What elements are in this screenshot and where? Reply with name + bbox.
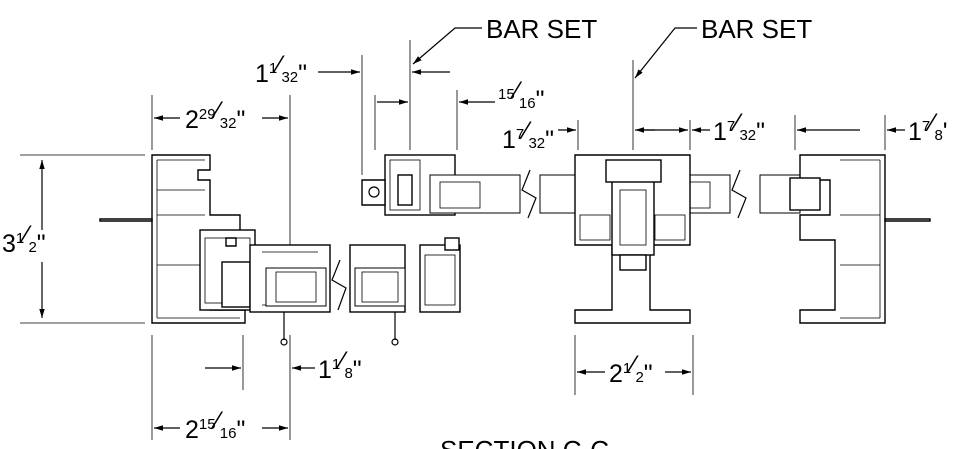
dim-2-29-32: 229⁄32"	[185, 97, 245, 134]
break-lines	[331, 169, 747, 311]
left-frame-profile	[99, 154, 256, 324]
bar-set-right-label: BAR SET	[701, 14, 812, 44]
dimension-labels: 11⁄32" 15⁄16" 229⁄32" 17⁄32" 17⁄32" 17⁄8…	[2, 51, 948, 444]
dim-2-15-16: 215⁄16"	[185, 407, 245, 444]
dim-1-1-32: 11⁄32"	[255, 51, 307, 88]
center-left-profile	[361, 154, 461, 313]
extension-lines	[20, 40, 886, 440]
dim-3-1-2: 31⁄2"	[2, 221, 46, 258]
dim-1-1-8: 11⁄8"	[318, 347, 362, 384]
callout-labels: BAR SET BAR SET SECTION C-C	[440, 14, 812, 449]
dimension-lines	[39, 27, 905, 431]
dim-2-1-2: 21⁄2"	[609, 351, 653, 388]
dim-1-7-8: 17⁄8'	[908, 109, 948, 146]
left-sash-profile	[249, 244, 406, 346]
right-frame-profile	[789, 154, 931, 324]
dim-1-7-32-right: 17⁄32"	[713, 109, 765, 146]
bar-set-left-label: BAR SET	[486, 14, 597, 44]
dim-1-7-32-left: 17⁄32"	[502, 117, 554, 154]
dim-15-16: 15⁄16"	[498, 77, 544, 114]
section-title: SECTION C-C	[440, 435, 609, 449]
t-mullion-profile	[574, 154, 691, 324]
upper-glazing	[429, 174, 801, 214]
